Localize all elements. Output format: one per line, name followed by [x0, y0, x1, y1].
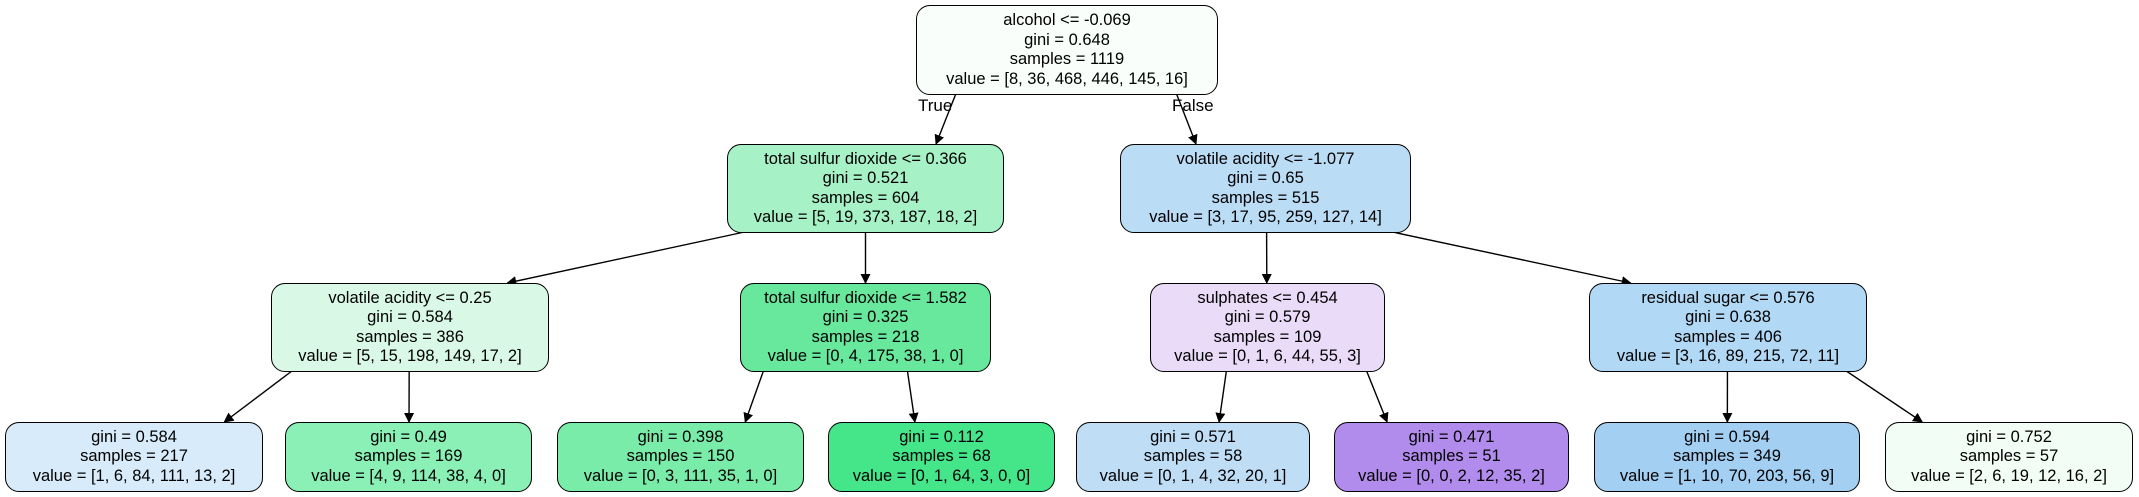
node-text-line: samples = 169 — [354, 447, 463, 466]
tree-edge-arrow — [1387, 230, 1632, 287]
node-text-line: value = [2, 6, 19, 12, 16, 2] — [1911, 466, 2107, 485]
node-text-line: value = [0, 1, 4, 32, 20, 1] — [1099, 466, 1287, 485]
node-text-line: samples = 604 — [811, 188, 920, 207]
node-text-line: gini = 0.752 — [1966, 427, 2052, 446]
node-text-line: value = [1, 6, 84, 111, 13, 2] — [32, 466, 236, 485]
node-text-line: samples = 217 — [80, 447, 188, 466]
node-text-line: samples = 150 — [626, 447, 735, 466]
node-text-line: gini = 0.112 — [899, 427, 984, 446]
tree-edge-arrow — [506, 230, 750, 286]
node-text-line: gini = 0.648 — [1024, 30, 1110, 49]
tree-edge-arrow — [934, 92, 957, 145]
node-text-line: value = [3, 17, 95, 259, 127, 14] — [1149, 208, 1382, 226]
node-text-line: samples = 109 — [1213, 327, 1322, 346]
node-text-line: samples = 51 — [1402, 447, 1501, 466]
node-text-line: volatile acidity <= -1.077 — [1176, 149, 1355, 168]
node-text-line: gini = 0.638 — [1685, 308, 1771, 326]
node-text-line: samples = 218 — [811, 327, 920, 346]
node-text-line: samples = 515 — [1211, 188, 1320, 207]
node-text-line: value = [0, 3, 111, 35, 1, 0] — [583, 466, 778, 485]
node-text-line: samples = 58 — [1143, 447, 1243, 466]
node-text-line: value = [0, 1, 6, 44, 55, 3] — [1174, 347, 1361, 365]
node-text-line: value = [4, 9, 114, 38, 4, 0] — [311, 466, 506, 485]
node-text-line: samples = 406 — [1674, 327, 1782, 346]
node-text-line: gini = 0.584 — [91, 427, 177, 446]
node-text-line: samples = 386 — [356, 327, 464, 346]
node-text-line: total sulfur dioxide <= 1.582 — [764, 288, 967, 307]
node-text-line: value = [8, 36, 468, 446, 145, 16] — [946, 69, 1188, 88]
tree-edge-arrow — [743, 369, 765, 423]
node-text-line: value = [5, 19, 373, 187, 18, 2] — [753, 208, 978, 226]
tree-edge-arrow — [223, 369, 294, 423]
tree-edge-arrow — [1175, 92, 1198, 145]
node-text-line: gini = 0.584 — [367, 308, 453, 326]
node-text-line: value = [0, 4, 175, 38, 1, 0] — [767, 347, 964, 365]
node-text-line: gini = 0.65 — [1227, 169, 1304, 187]
tree-edge-arrow — [1215, 369, 1228, 423]
tree-edge-arrow — [1365, 369, 1389, 423]
node-text-line: samples = 68 — [892, 447, 991, 466]
node-text-line: value = [5, 15, 198, 149, 17, 2] — [298, 347, 522, 365]
node-text-line: alcohol <= -0.069 — [1003, 11, 1131, 29]
node-text-line: gini = 0.398 — [637, 427, 724, 446]
edge-label: False — [1172, 96, 1214, 115]
node-text-line: gini = 0.49 — [370, 427, 447, 446]
node-text-line: gini = 0.325 — [822, 308, 909, 326]
node-text-line: gini = 0.571 — [1150, 427, 1236, 446]
tree-edge-arrow — [906, 369, 919, 423]
node-text-line: residual sugar <= 0.576 — [1641, 288, 1815, 307]
node-text-line: samples = 1119 — [1009, 50, 1125, 68]
node-text-line: value = [0, 1, 64, 3, 0, 0] — [852, 466, 1031, 485]
node-text-line: samples = 349 — [1673, 447, 1781, 466]
edge-label: True — [918, 96, 953, 115]
tree-edge-arrow — [1844, 369, 1924, 423]
node-text-line: volatile acidity <= 0.25 — [328, 288, 492, 307]
node-text-line: gini = 0.579 — [1224, 308, 1311, 326]
node-text-line: value = [0, 0, 2, 12, 35, 2] — [1358, 466, 1545, 485]
node-text-line: total sulfur dioxide <= 0.366 — [764, 149, 967, 168]
node-text-line: samples = 57 — [1959, 447, 2059, 466]
node-text-line: value = [1, 10, 70, 203, 56, 9] — [1619, 466, 1835, 485]
node-text-line: gini = 0.594 — [1684, 427, 1770, 446]
node-text-line: sulphates <= 0.454 — [1197, 288, 1338, 307]
node-text-line: gini = 0.521 — [822, 169, 909, 187]
node-text-line: value = [3, 16, 89, 215, 72, 11] — [1616, 347, 1840, 365]
node-text-line: gini = 0.471 — [1408, 427, 1495, 446]
tree-edges — [223, 92, 1924, 423]
